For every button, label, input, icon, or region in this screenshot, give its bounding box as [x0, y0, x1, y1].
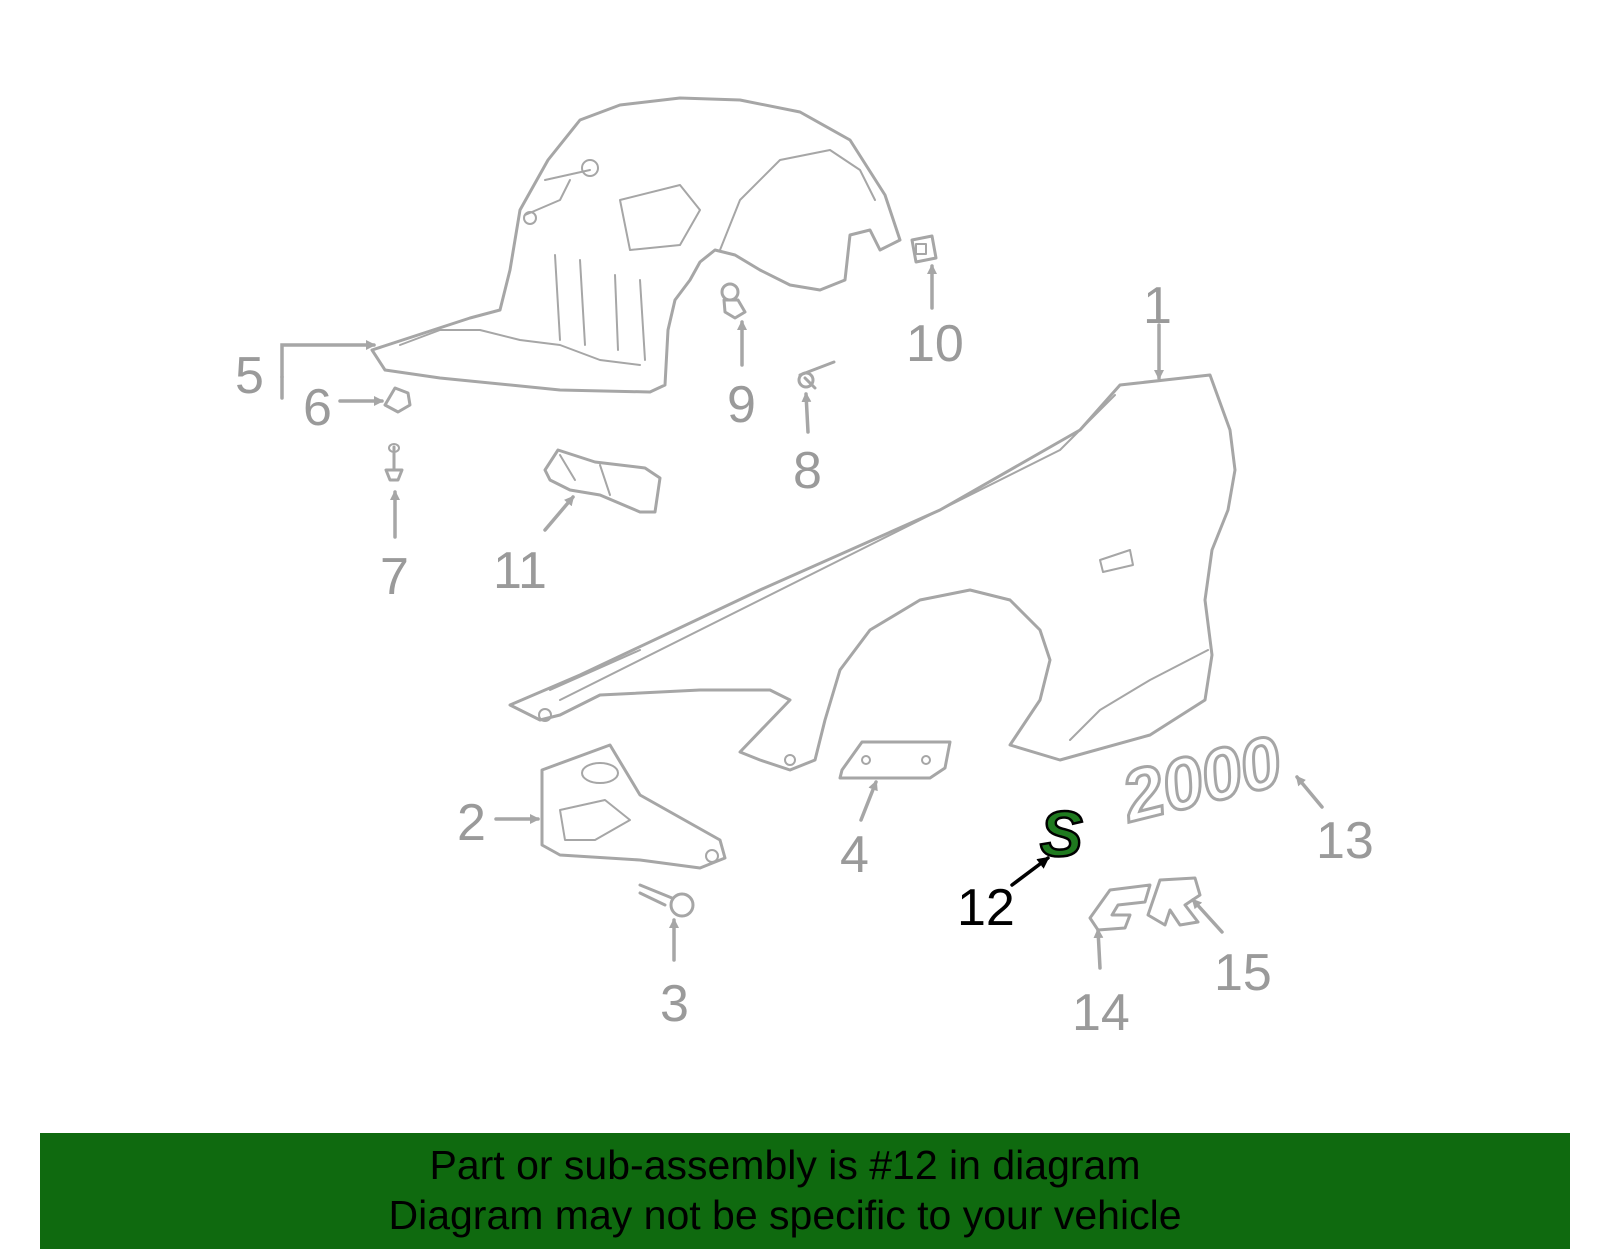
- leader-4: [859, 780, 878, 822]
- pad-part: [838, 740, 952, 780]
- s-emblem-part: S: [1039, 797, 1085, 872]
- gt-emblem-part: [1088, 876, 1202, 932]
- callout-9: 9: [727, 376, 756, 434]
- callout-14: 14: [1072, 984, 1130, 1042]
- info-banner: Part or sub-assembly is #12 in diagram D…: [40, 1133, 1570, 1249]
- bracket-part: [543, 448, 662, 514]
- leader-12: [1010, 856, 1050, 887]
- callout-8: 8: [793, 442, 822, 500]
- leader-13: [1295, 775, 1324, 809]
- leader-11: [543, 495, 575, 532]
- callout-10: 10: [906, 315, 964, 373]
- leader-15: [1191, 898, 1224, 934]
- nut-clip-part: [910, 234, 938, 264]
- leader-5-top: [280, 340, 376, 379]
- callout-numbers: 1 5 6 7 9 10 8 11 2 3 4 13 15 14 12: [235, 277, 1374, 1042]
- callout-13: 13: [1316, 812, 1374, 870]
- callout-12: 12: [957, 879, 1015, 937]
- leader-8: [801, 392, 812, 434]
- push-pin-part: [384, 443, 404, 482]
- screw-part: [797, 360, 836, 390]
- callout-3: 3: [660, 975, 689, 1033]
- callout-1: 1: [1143, 277, 1172, 335]
- bolt-part: [638, 883, 695, 918]
- callout-2: 2: [457, 794, 486, 852]
- fender-liner-part: [370, 96, 902, 394]
- callout-5: 5: [235, 347, 264, 405]
- leader-14: [1093, 928, 1104, 970]
- callout-4: 4: [840, 826, 869, 884]
- banner-line-2: Diagram may not be specific to your vehi…: [388, 1192, 1182, 1238]
- callout-11: 11: [493, 542, 547, 600]
- callout-6: 6: [303, 379, 332, 437]
- leader-lines: [280, 264, 1324, 970]
- liner-clip-part: [383, 386, 412, 414]
- callout-15: 15: [1214, 944, 1272, 1002]
- fender-bracket-part: [540, 743, 727, 870]
- s-emblem-text: S: [1040, 798, 1083, 870]
- front-fender-part: [508, 373, 1237, 772]
- callout-7: 7: [380, 548, 409, 606]
- banner-line-1: Part or sub-assembly is #12 in diagram: [429, 1142, 1141, 1188]
- retainer-part: [720, 282, 747, 320]
